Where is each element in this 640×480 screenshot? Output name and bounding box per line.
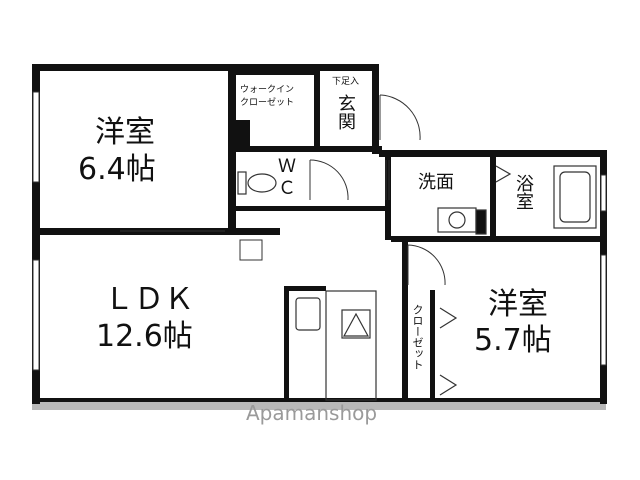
room-western-2-size: 5.7帖 [474, 323, 552, 358]
windows [32, 91, 607, 371]
toilet-fixture [237, 171, 277, 195]
washbasin-fixture [437, 207, 487, 235]
door-swings [120, 94, 446, 286]
shoe-box-label: 下足入 [332, 77, 360, 87]
entrance-label: 玄関 [335, 94, 356, 130]
wc-label-1: Ｗ [278, 156, 296, 177]
watermark-logo: Apamanshop [246, 401, 378, 425]
washroom-label: 洗面 [418, 172, 454, 193]
kitchen-fixtures [295, 290, 377, 401]
room-western-1-name: 洋室 [95, 115, 155, 150]
walk-in-closet-label-1: ウォークイン [240, 85, 295, 95]
interior-walls [40, 64, 607, 402]
room-ldk-name: ＬＤＫ [104, 282, 194, 317]
balcony-strip [32, 400, 606, 410]
room-western-2-name: 洋室 [488, 287, 548, 322]
walk-in-closet-label-2: クローゼット [240, 98, 295, 108]
closet-label: クローゼット [411, 304, 424, 370]
room-western-1-size: 6.4帖 [78, 152, 156, 187]
wc-label-2: Ｃ [278, 178, 296, 199]
sliding-doors [385, 160, 390, 200]
bathtub-fixture [553, 165, 597, 229]
bathroom-label: 浴室 [513, 174, 534, 210]
arrow-markers [439, 165, 512, 396]
storage-blocks [236, 71, 314, 148]
room-ldk-size: 12.6帖 [96, 319, 193, 354]
